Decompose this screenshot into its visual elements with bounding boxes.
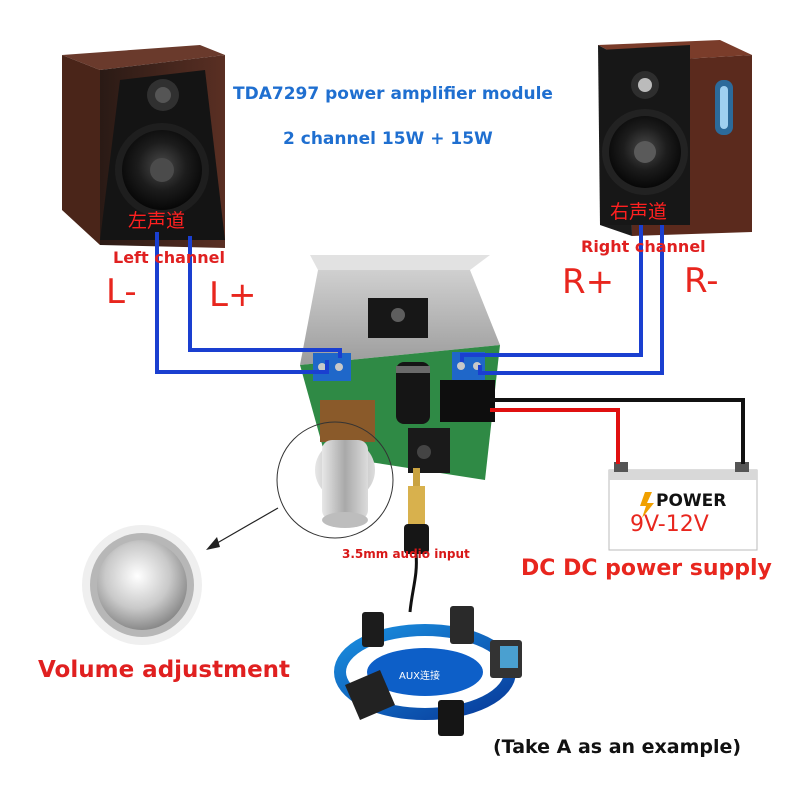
power-box-word: POWER — [656, 491, 727, 511]
left-negative-terminal: L- — [106, 272, 137, 312]
right-channel-label: Right channel — [581, 237, 706, 256]
speaker-right-icon — [598, 40, 752, 236]
wire-power-black — [490, 398, 745, 464]
wire-left-negative — [155, 232, 329, 374]
audio-jack-icon — [404, 468, 429, 613]
wire-left-positive — [188, 236, 342, 358]
left-channel-label: Left channel — [113, 248, 226, 267]
volume-label: Volume adjustment — [38, 657, 291, 683]
left-positive-terminal: L+ — [209, 275, 257, 315]
aux-label: AUX连接 — [399, 671, 441, 682]
left-speaker-cn-label: 左声道 — [128, 210, 186, 232]
power-box-voltage: 9V-12V — [630, 512, 709, 537]
wire-right-positive — [460, 225, 643, 362]
title-line-1: TDA7297 power amplifier module — [233, 84, 553, 104]
devices-icon — [334, 606, 522, 736]
wire-right-negative — [478, 225, 664, 375]
right-speaker-cn-label: 右声道 — [610, 201, 668, 223]
volume-knob-icon — [82, 525, 202, 645]
example-note: (Take A as an example) — [493, 736, 742, 758]
speaker-left-icon — [62, 45, 225, 248]
audio-input-label: 3.5mm audio input — [342, 547, 470, 561]
wire-power-red — [490, 408, 620, 464]
title-line-2: 2 channel 15W + 15W — [283, 129, 493, 149]
board-volume-knob-icon — [276, 400, 394, 539]
power-supply-label: DC DC power supply — [521, 556, 772, 581]
right-positive-terminal: R+ — [562, 262, 615, 302]
battery-icon — [608, 462, 758, 551]
right-negative-terminal: R- — [684, 261, 719, 301]
zoom-arrow — [206, 507, 279, 550]
